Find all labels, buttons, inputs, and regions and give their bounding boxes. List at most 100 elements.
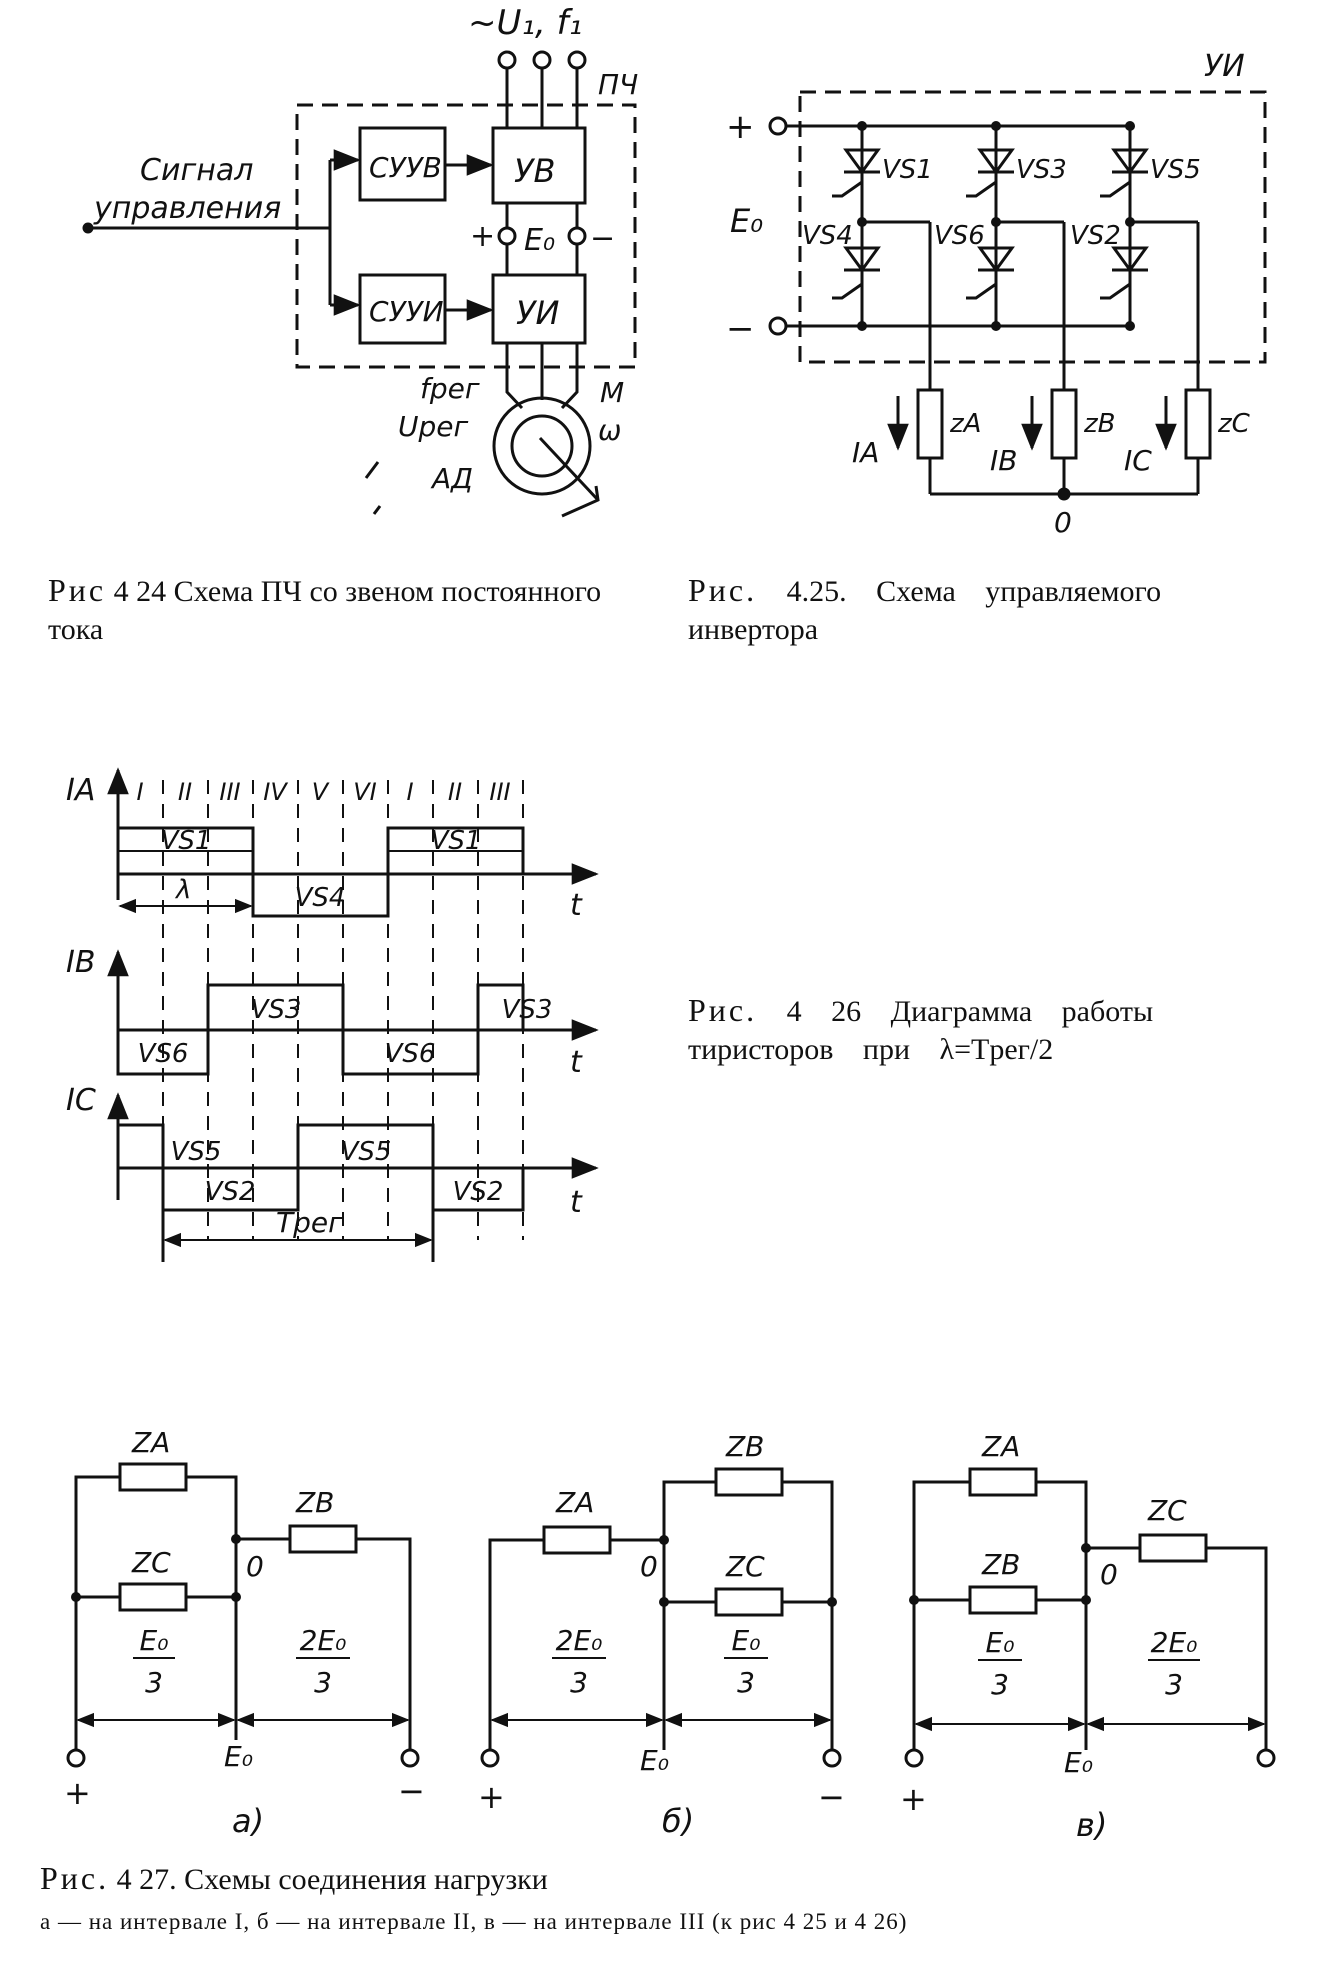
- fig426-interval-5: V: [312, 778, 330, 806]
- fig426-a-vs1-2: VS1: [431, 826, 482, 856]
- fig427c-plus-label: +: [900, 1780, 927, 1818]
- fig424-minus-label: −: [590, 221, 615, 256]
- fig426-interval-4: IV: [263, 778, 288, 806]
- fig426-ib-axis-label: IB: [66, 945, 95, 980]
- fig427c-resistor-mid: [968, 1585, 1038, 1615]
- fig426-b-vs6-2: VS6: [385, 1039, 436, 1069]
- fig426-period-label: Tрег: [276, 1206, 343, 1239]
- fig426-a-vs4: VS4: [295, 883, 346, 913]
- fig427b-left-den: 3: [570, 1666, 588, 1699]
- fig425-caption: Рис. 4.25. Схема управляемого инвертора: [688, 570, 1288, 648]
- fig425-load-zb: [1050, 388, 1078, 460]
- fig425-inverter-schematic: [768, 90, 1267, 501]
- fig427a-minus-label: −: [398, 1772, 425, 1810]
- fig427a-resistor-mid: [118, 1582, 188, 1612]
- fig427b-mid-label: ZC: [725, 1550, 765, 1583]
- fig424-caption-lead: Рис: [48, 572, 107, 608]
- fig427a-left-num: E₀: [140, 1624, 169, 1657]
- fig426-a-vs1-1: VS1: [161, 826, 212, 856]
- fig424-motor-label: АД: [430, 462, 473, 495]
- fig426-c-vs5-2: VS5: [341, 1137, 392, 1167]
- fig427c-top-label: ZA: [981, 1430, 1020, 1463]
- fig426-c-vs2-2: VS2: [453, 1177, 504, 1207]
- fig424-suuv-label: СУУВ: [369, 151, 442, 184]
- fig427-caption-lead: Рис.: [40, 1860, 110, 1896]
- fig426-interval-7: I: [406, 778, 413, 806]
- fig427a-plus-label: +: [64, 1774, 91, 1812]
- fig424-torque-label: M: [600, 376, 624, 409]
- fig424-suui-label: СУУИ: [369, 295, 444, 328]
- fig427a-top-label: ZA: [131, 1426, 170, 1459]
- fig427c-resistor-right: [1138, 1533, 1208, 1563]
- fig424-signal-label-2: управления: [93, 191, 281, 226]
- fig425-caption-text: 4.25. Схема управляемого инвертора: [688, 575, 1162, 646]
- fig426-b-vs6-1: VS6: [138, 1039, 189, 1069]
- fig427b-right-den: 3: [737, 1666, 755, 1699]
- fig425-vs4-label: VS4: [802, 221, 853, 251]
- fig427c-sublabel: в): [1076, 1806, 1107, 1844]
- fig427c-left-den: 3: [991, 1668, 1009, 1701]
- fig426-t-label-b: t: [570, 1045, 583, 1080]
- fig427b-left-label: ZA: [555, 1486, 594, 1519]
- fig425-zb-label: zB: [1083, 409, 1115, 439]
- fig425-dc-label: E₀: [730, 202, 763, 240]
- fig425-neutral-label: 0: [1054, 506, 1072, 539]
- fig427b-circuit: [480, 1467, 842, 1768]
- fig426-timing-diagram: [107, 767, 599, 1262]
- fig424-motor-outer: [492, 396, 592, 496]
- fig427b-node-label: 0: [640, 1550, 658, 1583]
- fig427a-right-den: 3: [314, 1666, 332, 1699]
- fig425-vs3-label: VS3: [1016, 155, 1067, 185]
- fig427a-sublabel: а): [232, 1802, 264, 1840]
- fig427c-supply-label: E₀: [1064, 1746, 1093, 1779]
- fig424-freg-label: fрег: [420, 372, 480, 405]
- fig424-supply-label: ~U₁, f₁: [468, 3, 582, 43]
- fig425-inverter-boundary: [798, 90, 1267, 364]
- fig426-waveform-c: [116, 1123, 525, 1212]
- fig424-caption-text: 4 24 Схема ПЧ со звеном постоянного тока: [48, 575, 602, 646]
- fig425-zc-label: zC: [1217, 409, 1251, 439]
- fig425-title-label: УИ: [1204, 49, 1245, 84]
- fig425-ib-label: IB: [990, 444, 1017, 477]
- fig426-b-vs3-2: VS3: [502, 995, 553, 1025]
- fig426-interval-8: II: [448, 778, 462, 806]
- fig427c-left-num: E₀: [986, 1626, 1015, 1659]
- fig427b-left-num: 2E₀: [556, 1624, 603, 1657]
- fig425-leg-a: [832, 126, 944, 494]
- fig427a-mid-label: ZC: [131, 1546, 171, 1579]
- fig427c-right-label: ZC: [1147, 1494, 1187, 1527]
- fig426-waveform-b: [116, 983, 525, 1076]
- fig426-interval-3: III: [219, 778, 240, 806]
- fig424-dc-plus-terminal: [497, 226, 517, 246]
- fig425-plus-label: +: [726, 107, 755, 147]
- fig427c-resistor-top: [968, 1467, 1038, 1497]
- fig426-interval-6: VI: [353, 778, 377, 806]
- fig426-ic-axis-label: IC: [66, 1083, 96, 1118]
- fig424-plus-label: +: [470, 219, 495, 254]
- fig426-interval-9: III: [489, 778, 510, 806]
- fig427c-circuit: [904, 1467, 1276, 1768]
- fig425-minus-label: −: [726, 309, 755, 349]
- fig425-za-label: zA: [949, 409, 981, 439]
- fig427b-top-label: ZB: [725, 1430, 764, 1463]
- fig424-converter-label: ПЧ: [598, 68, 638, 101]
- fig427a-node-label: 0: [246, 1550, 264, 1583]
- fig427a-right-num: 2E₀: [300, 1624, 347, 1657]
- fig424-caption: Рис 4 24 Схема ПЧ со звеном постоянного …: [48, 570, 648, 648]
- fig426-c-vs2-1: VS2: [205, 1177, 256, 1207]
- fig426-b-vs3-1: VS3: [251, 995, 302, 1025]
- fig427c-node-label: 0: [1100, 1558, 1118, 1591]
- fig424-dc-minus-terminal: [567, 226, 587, 246]
- fig427a-resistor-top: [118, 1462, 188, 1492]
- fig425-vs5-label: VS5: [1150, 155, 1201, 185]
- fig426-caption-lead: Рис.: [688, 992, 758, 1028]
- fig427a-circuit: [66, 1462, 420, 1768]
- fig424-motor-arrow: [538, 436, 600, 502]
- fig426-interval-2: II: [178, 778, 192, 806]
- fig427b-right-num: E₀: [732, 1624, 761, 1657]
- fig427c-right-num: 2E₀: [1151, 1626, 1198, 1659]
- fig425-load-za: [916, 388, 944, 460]
- fig427b-minus-label: −: [818, 1778, 845, 1816]
- fig427a-resistor-right: [288, 1524, 358, 1554]
